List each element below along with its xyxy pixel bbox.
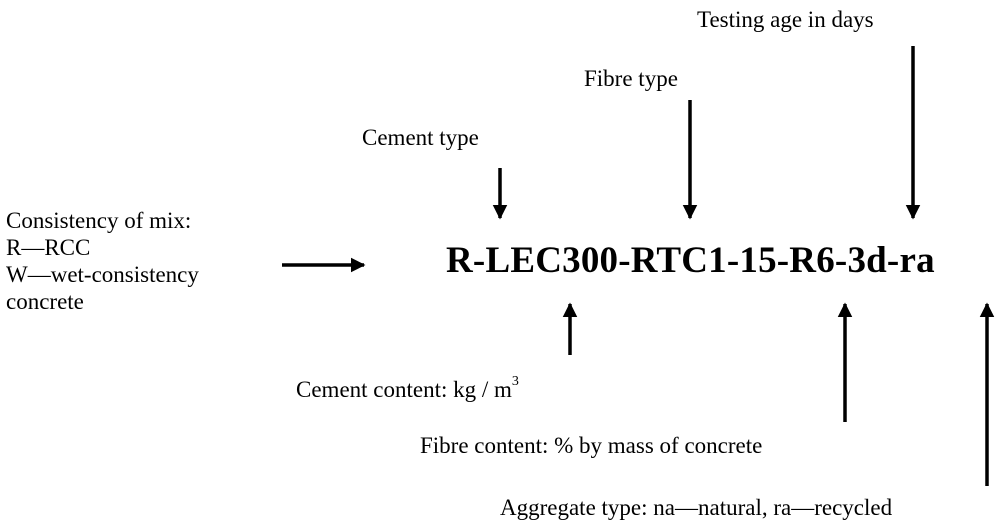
aggregate-type-label: Aggregate type: na—natural, ra—recycled <box>500 495 893 520</box>
fibre-content-label: Fibre content: % by mass of concrete <box>420 433 763 458</box>
cement-content-label: Cement content: kg / m3 <box>296 374 519 403</box>
consistency-title: Consistency of mix: <box>6 208 192 233</box>
consistency-option-w: W—wet-consistency <box>6 262 199 287</box>
consistency-option-w-cont: concrete <box>6 289 84 314</box>
fibre-type-label: Fibre type <box>584 66 678 91</box>
specimen-code: R-LEC300-RTC1-15-R6-3d-ra <box>446 240 935 281</box>
cement-content-exponent: 3 <box>511 374 519 390</box>
cement-content-text: Cement content: kg / m <box>296 377 512 402</box>
testing-age-label: Testing age in days <box>697 7 874 32</box>
cement-type-label: Cement type <box>362 125 479 150</box>
consistency-label: Consistency of mix: R—RCC W—wet-consiste… <box>6 207 199 315</box>
consistency-option-r: R—RCC <box>6 235 91 260</box>
